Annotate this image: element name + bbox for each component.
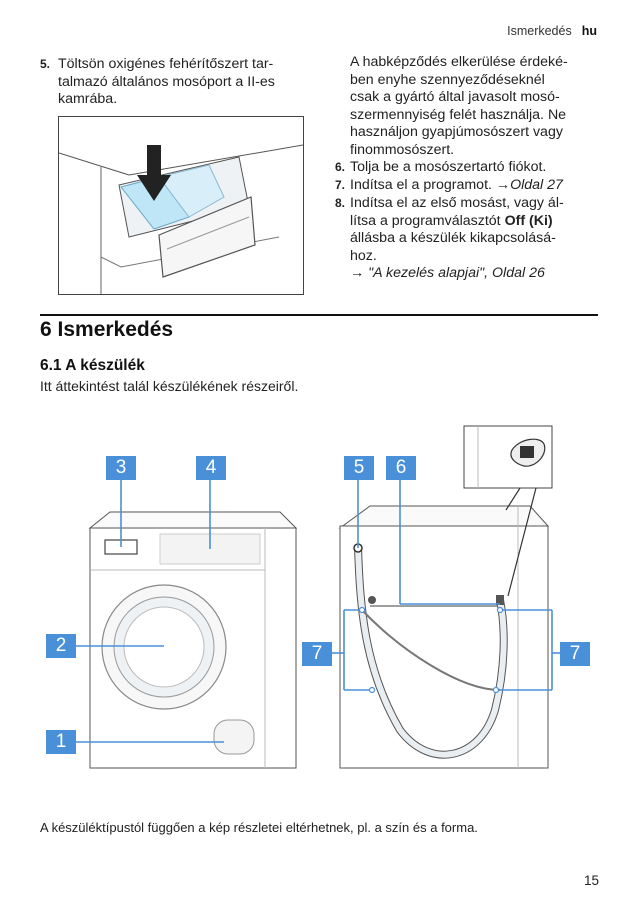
badge-5: 5 xyxy=(344,456,374,480)
note-line-4: szermennyiség felét használja. Ne xyxy=(350,106,567,123)
note-line-5: használjon gyapjúmosószert vagy xyxy=(350,124,563,140)
step-8-page-link[interactable]: → "A kezelés alapjai", Oldal 26 xyxy=(350,265,545,281)
step-5-line3: kamrába. xyxy=(58,91,118,107)
step-8: 8. Indítsa el az első mosást, vagy ál- l… xyxy=(335,195,605,283)
step-8-line4: hoz. xyxy=(350,247,377,264)
step-8-line1: Indítsa el az első mosást, vagy ál- xyxy=(350,195,564,211)
step-6-text: Tolja be a mosószertartó fiókot. xyxy=(350,159,547,175)
step-8-line3: állásba a készülék kikapcsolásá- xyxy=(350,230,556,246)
step-5-line2: talmazó általános mosóport a II-es xyxy=(58,73,275,90)
note-line-6: finommosószert. xyxy=(350,141,455,158)
callout-dots xyxy=(358,606,504,694)
badge-3: 3 xyxy=(106,456,136,480)
step-7-page-link[interactable]: →Oldal 27 xyxy=(495,177,563,193)
note-line-2: ben enyhe szennyeződéseknél xyxy=(350,71,545,88)
figure-caption: A készüléktípustól függően a kép részlet… xyxy=(40,820,478,835)
badge-7-left: 7 xyxy=(302,642,332,666)
note-line-1: A habképződés elkerülése érdeké- xyxy=(350,54,568,70)
badge-6: 6 xyxy=(386,456,416,480)
step-8-number: 8. xyxy=(335,196,346,210)
running-header: Ismerkedés hu xyxy=(507,24,597,38)
step-5-number: 5. xyxy=(40,57,51,71)
step-6-number: 6. xyxy=(335,160,346,174)
step-7-text: Indítsa el a programot. xyxy=(350,177,496,193)
step-7: 7. Indítsa el a programot. →Oldal 27 xyxy=(335,177,605,195)
step-7-number: 7. xyxy=(335,178,346,192)
badge-4: 4 xyxy=(196,456,226,480)
section-intro: Itt áttekintést talál készülékének része… xyxy=(40,378,299,394)
appliance-diagram xyxy=(75,425,560,769)
hose-clip-detail xyxy=(463,425,553,597)
drawer-drawing xyxy=(59,144,303,294)
step-5: 5. Töltsön oxigénes fehérítőszert tar- ta… xyxy=(40,56,310,109)
foam-note: A habképződés elkerülése érdeké- ben eny… xyxy=(350,54,610,159)
chapter-title: 6 Ismerkedés xyxy=(40,318,174,341)
step-5-line1: Töltsön oxigénes fehérítőszert tar- xyxy=(58,56,274,72)
badge-1: 1 xyxy=(46,730,76,754)
washing-machine-front xyxy=(88,511,298,769)
badge-7-right: 7 xyxy=(560,642,590,666)
step-8-off-label: Off (Ki) xyxy=(504,212,553,229)
detergent-drawer-illustration xyxy=(58,116,304,295)
washing-machine-back xyxy=(338,505,550,769)
header-section: Ismerkedés xyxy=(507,24,572,38)
badge-2: 2 xyxy=(46,634,76,658)
step-8-line2: lítsa a programválasztót xyxy=(350,212,505,229)
step-6: 6. Tolja be a mosószertartó fiókot. xyxy=(335,159,605,177)
page-number: 15 xyxy=(583,873,599,888)
section-title: 6.1 A készülék xyxy=(40,357,145,374)
callout-lines xyxy=(75,480,560,743)
down-arrow-icon xyxy=(137,145,171,201)
note-line-3: csak a gyártó által javasolt mosó- xyxy=(350,89,560,105)
header-lang: hu xyxy=(581,24,597,38)
chapter-rule xyxy=(40,314,598,316)
